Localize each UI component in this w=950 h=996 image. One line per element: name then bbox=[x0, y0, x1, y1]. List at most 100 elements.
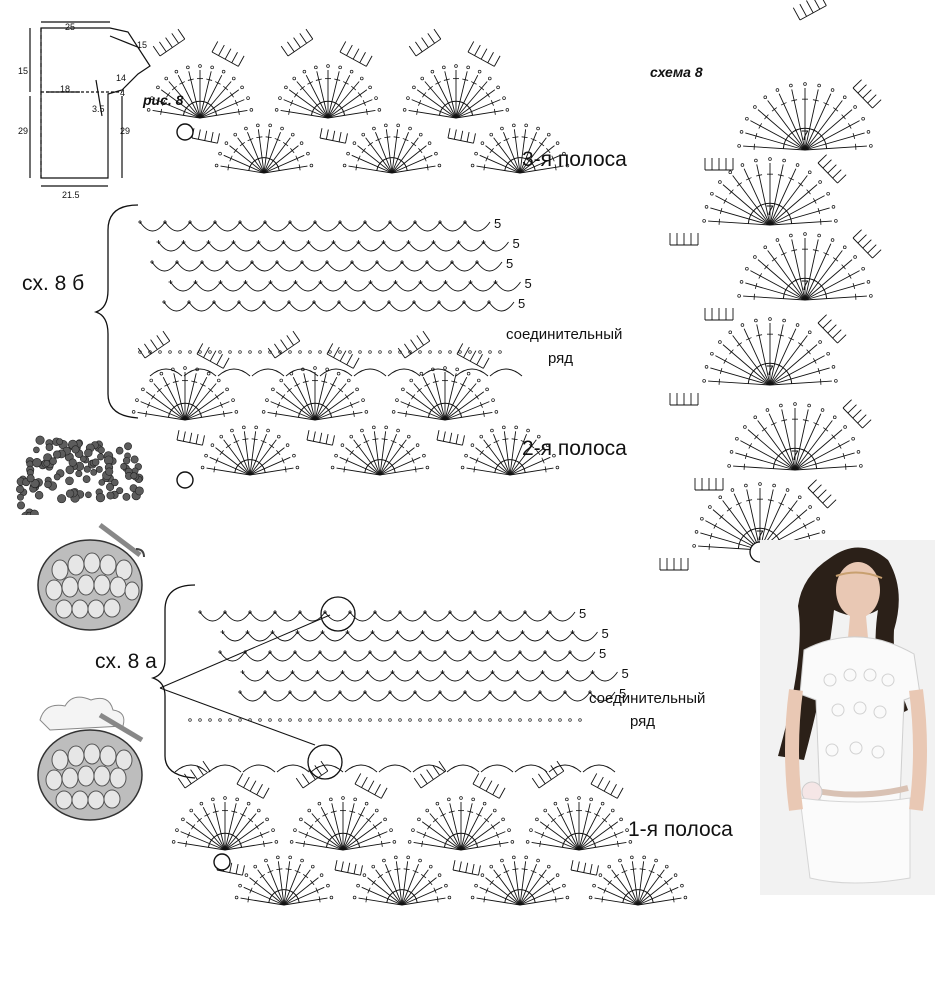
strip1-fan-lower-0-tick bbox=[249, 887, 253, 894]
strip3-fan-0-stitch bbox=[168, 81, 201, 119]
strip1-fan-lower-0-stitch bbox=[283, 877, 319, 906]
connect-bottom-arc bbox=[446, 764, 480, 773]
strip3-fan-lower-1-stitch bbox=[391, 154, 433, 174]
strip3-fan-1-dot bbox=[284, 85, 288, 90]
brace-8a bbox=[150, 584, 196, 779]
strip3-comb-c-2-tine bbox=[466, 131, 470, 142]
scheme8-fan-5-dot bbox=[797, 495, 802, 500]
strip2-fan-lower-1-tick bbox=[345, 457, 349, 464]
strip3-fan-2-stitch bbox=[455, 71, 468, 119]
strip1-fan-lower-3-dot bbox=[673, 873, 678, 877]
bead bbox=[68, 458, 77, 467]
strip1-fan-lower-2-dot bbox=[489, 864, 493, 869]
strip3-fan-lower-1-tick bbox=[384, 136, 391, 138]
strip3-comb-b-1-tine bbox=[352, 48, 360, 60]
strip3-fan-2-tick bbox=[462, 78, 469, 81]
scheme-a-label: сх. 8 а bbox=[95, 650, 157, 673]
strip3-fan-0-stitch bbox=[152, 110, 201, 119]
dim-4: 4 bbox=[120, 88, 126, 98]
strip1-comb-1-tine bbox=[295, 777, 304, 789]
strip2-fan-2-tick bbox=[411, 394, 416, 400]
strip1-comb-2-tine bbox=[413, 777, 422, 789]
strip1-fan-0-tick bbox=[212, 810, 219, 813]
strip1-fan-0-tick bbox=[231, 810, 238, 813]
strip1-fan-0-stitch bbox=[185, 821, 226, 851]
scheme8-fan-1-stitch bbox=[769, 164, 784, 226]
scheme8-fan-1-stitch bbox=[769, 175, 808, 226]
strip3-fan-lower-0-tick bbox=[229, 155, 233, 162]
scheme8-fan-2-stitch bbox=[804, 250, 843, 301]
strip2-comb-b-0-tine bbox=[209, 350, 217, 362]
strip2-fan-2-tick bbox=[468, 387, 474, 393]
strip3-fan-lower-0-tick bbox=[274, 138, 281, 142]
strip3-fan-2-dot bbox=[477, 69, 482, 74]
strip1-fan-lower-2-tick bbox=[489, 879, 494, 886]
scheme8-fan-4-dot bbox=[843, 425, 847, 429]
mesh-a-arc bbox=[567, 671, 593, 682]
mesh-b-arc bbox=[351, 261, 378, 272]
mesh-b-arc bbox=[320, 281, 346, 292]
scheme8-fan-3-arc bbox=[747, 362, 793, 384]
connect-top-dot bbox=[188, 350, 192, 354]
mesh-b-arc bbox=[333, 241, 359, 252]
strip1-fan-lower-0-tick bbox=[253, 879, 258, 886]
mesh-b-arc bbox=[158, 241, 184, 252]
strip2-fan-1-tick bbox=[338, 387, 344, 393]
strip3-comb-1-base bbox=[287, 38, 314, 57]
strip2-fan-lower-2-tick bbox=[502, 438, 509, 440]
strip3-comb-b-2-tine bbox=[493, 55, 501, 67]
strip1-comb-c-1-tine bbox=[347, 862, 351, 873]
connect-bottom-dot bbox=[568, 718, 572, 722]
strip2-fan-0-stitch bbox=[184, 401, 230, 421]
strip3-fan-0-tick bbox=[229, 92, 234, 98]
strip2-fan-0-stitch bbox=[184, 373, 197, 421]
strip1-fan-3-dot bbox=[535, 817, 539, 822]
strip3-fan-lower-1-stitch bbox=[391, 129, 399, 174]
strip1-fan-lower-0-dot bbox=[300, 858, 304, 863]
bead bbox=[95, 493, 106, 503]
strip1-fan-3-dot bbox=[525, 840, 530, 844]
mesh-b-arc bbox=[251, 261, 278, 272]
connect-bottom-dot bbox=[548, 718, 552, 722]
strip2-fan-lower-0-dot bbox=[292, 453, 296, 458]
strip3-fan-lower-2-dot bbox=[547, 132, 551, 137]
strip1-fan-lower-0-tick bbox=[294, 870, 301, 874]
dim-29-right: 29 bbox=[120, 126, 131, 136]
strip3-fan-lower-0-stitch bbox=[220, 165, 265, 174]
strip1-fan-3-dot bbox=[589, 797, 593, 802]
strip1-comb-b-1-tine bbox=[367, 780, 375, 792]
strip3-comb-1-tine bbox=[305, 28, 314, 40]
scheme8-fan-0-stitch bbox=[804, 93, 832, 151]
strip1-fan-0-dot bbox=[235, 797, 239, 802]
strip1-fan-lower-2-dot bbox=[500, 858, 504, 863]
strip1-comb-b-2-tine bbox=[498, 787, 506, 799]
strip1-fan-lower-3-stitch bbox=[611, 869, 639, 906]
strip2-fan-1-dot bbox=[355, 387, 359, 392]
strip2-comb-1-tine bbox=[292, 330, 301, 342]
strip1-fan-lower-3-dot bbox=[642, 855, 646, 860]
scheme8-fan-2-tick bbox=[812, 249, 819, 252]
scheme8-comb-5-base bbox=[807, 487, 828, 509]
strip2-fan-lower-2-stitch bbox=[475, 447, 511, 476]
strip3-fan-1-stitch bbox=[296, 81, 329, 119]
mesh-a-arc bbox=[389, 691, 416, 702]
strip1-fan-1-stitch bbox=[298, 831, 344, 851]
scheme8-fan-5-tick bbox=[807, 533, 811, 540]
strip2-fan-lower-0-dot bbox=[204, 453, 208, 458]
strip1-fan-2-dot bbox=[407, 840, 412, 844]
dim-3-5: 3.5 bbox=[92, 104, 105, 114]
scheme8-fan-1-stitch bbox=[769, 207, 830, 226]
strip1-fan-0-stitch bbox=[224, 842, 273, 851]
strip3-fan-0-dot bbox=[146, 108, 151, 112]
scheme8-comb-1-tine bbox=[822, 159, 832, 169]
strip2-fan-1-tick bbox=[277, 402, 281, 408]
strip1-comb-b-0-tine bbox=[243, 776, 250, 788]
strip1-comb-2-tine bbox=[426, 769, 434, 780]
scheme8-fan-2-dot bbox=[830, 238, 835, 242]
strip3-fan-lower-1-stitch bbox=[357, 145, 393, 174]
strip1-fan-0-stitch bbox=[224, 821, 265, 851]
scheme8-fan-5-tick bbox=[709, 533, 713, 540]
connect-top-dot bbox=[248, 350, 252, 354]
scheme8-fan-2-stitch bbox=[778, 243, 806, 301]
bead bbox=[83, 465, 91, 473]
